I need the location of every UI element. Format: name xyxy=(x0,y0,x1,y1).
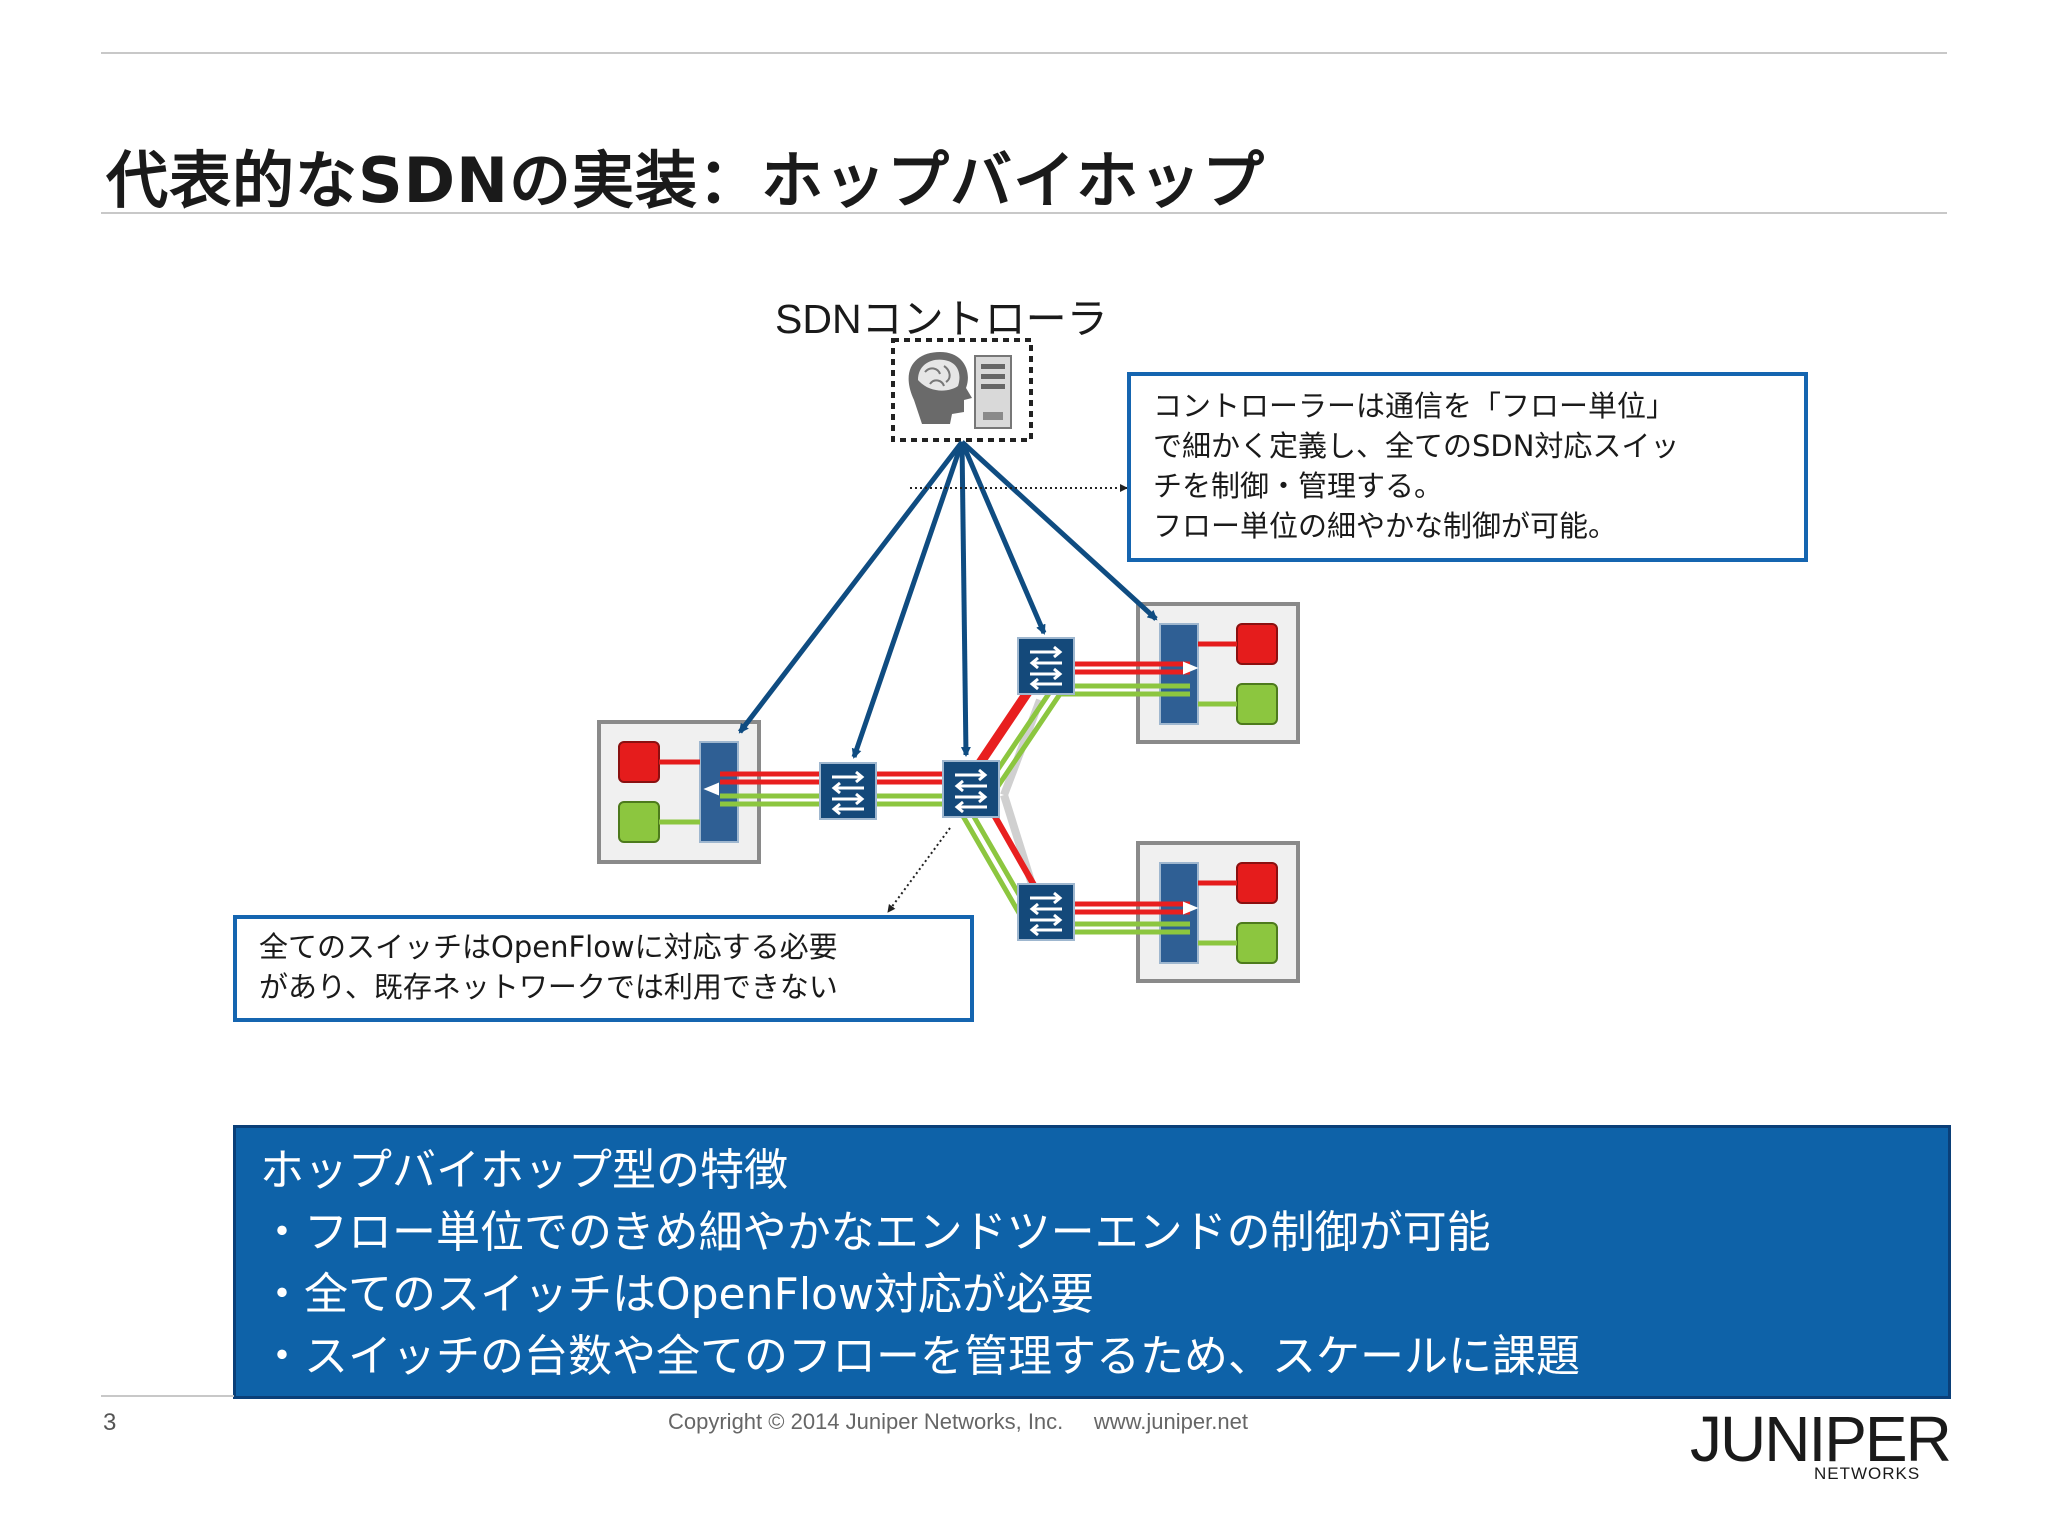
copyright: Copyright © 2014 Juniper Networks, Inc. … xyxy=(668,1409,1248,1434)
feature-item: ・全てのスイッチはOpenFlow対応が必要 xyxy=(260,1269,1094,1320)
logo-subtext: NETWORKS xyxy=(1814,1464,1921,1483)
controller-box xyxy=(891,338,1033,442)
control-arrows xyxy=(738,440,1158,759)
switch-4 xyxy=(1016,882,1076,942)
page-number: 3 xyxy=(103,1409,117,1436)
callout-pointers xyxy=(887,484,1128,913)
switch-3 xyxy=(1016,636,1076,696)
feature-item: ・スイッチの台数や全てのフローを管理するため、スケールに課題 xyxy=(260,1331,1580,1382)
title-underline xyxy=(101,212,1947,214)
callout-line: フロー単位の細やかな制御が可能。 xyxy=(1153,509,1618,543)
server-icon xyxy=(974,355,1012,429)
callout-line: があり、既存ネットワークでは利用できない xyxy=(259,970,838,1004)
juniper-logo: JUNIPER NETWORKS xyxy=(1690,1403,1952,1488)
callout-line: 全てのスイッチはOpenFlowに対応する必要 xyxy=(259,930,838,964)
features-heading: ホップバイホップ型の特徴 xyxy=(260,1145,788,1196)
switch-2 xyxy=(941,759,1001,819)
feature-item: ・フロー単位でのきめ細やかなエンドツーエンドの制御が可能 xyxy=(260,1207,1491,1258)
brain-head-icon xyxy=(908,352,972,424)
controller-callout: コントローラーは通信を「フロー単位」 で細かく定義し、全てのSDN対応スイッ チ… xyxy=(1127,372,1808,562)
top-rule xyxy=(101,52,1947,54)
features-box: ホップバイホップ型の特徴 ・フロー単位でのきめ細やかなエンドツーエンドの制御が可… xyxy=(233,1125,1951,1399)
callout-line: で細かく定義し、全てのSDN対応スイッ xyxy=(1153,429,1680,463)
page-title: 代表的なSDNの実装：ホップバイホップ xyxy=(106,144,1266,217)
controller-label: SDNコントローラ xyxy=(775,296,1108,342)
host-ingress-arrows xyxy=(703,661,1199,915)
footer-rule xyxy=(101,1395,234,1397)
host-left xyxy=(597,720,761,864)
logo-wordmark: JUNIPER xyxy=(1690,1403,1952,1475)
switch-callout: 全てのスイッチはOpenFlowに対応する必要 があり、既存ネットワークでは利用… xyxy=(233,915,974,1022)
callout-line: コントローラーは通信を「フロー単位」 xyxy=(1153,389,1676,423)
callout-line: チを制御・管理する。 xyxy=(1153,469,1444,503)
switch-1 xyxy=(818,761,878,821)
